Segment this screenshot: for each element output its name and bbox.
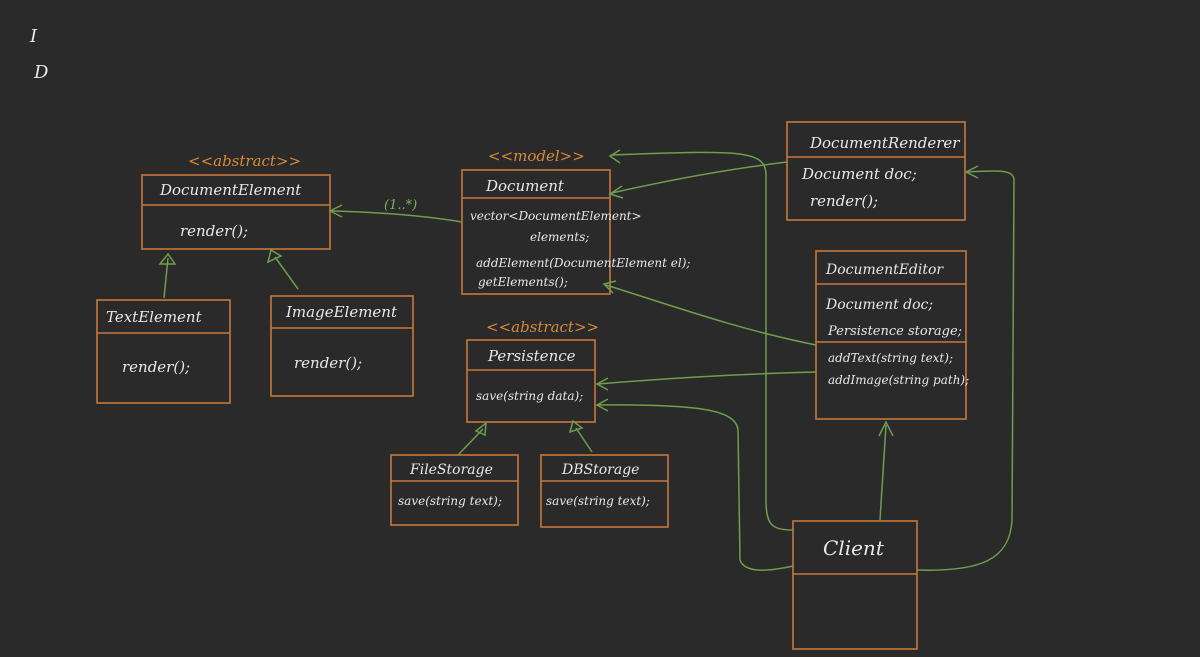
- class-name: DocumentElement: [159, 181, 302, 199]
- class-client: Client: [792, 520, 918, 650]
- class-name: ImageElement: [285, 303, 398, 321]
- class-name: Persistence: [487, 347, 576, 365]
- class-name: Document: [485, 177, 565, 195]
- class-document: <<model>> Document vector<DocumentElemen…: [461, 147, 690, 295]
- class-name: DocumentEditor: [825, 262, 944, 278]
- method-save: save(string text);: [398, 494, 502, 508]
- relationships: (1..*): [158, 149, 1015, 571]
- field-doc: Document doc;: [801, 165, 917, 183]
- stereotype-model: <<model>>: [488, 147, 585, 165]
- class-document-renderer: DocumentRenderer Document doc; render();: [786, 121, 966, 221]
- margin-mark-i: I: [29, 26, 38, 47]
- margin-mark-d: D: [33, 62, 49, 83]
- method-add-element: addElement(DocumentElement el);: [476, 256, 690, 270]
- field-doc: Document doc;: [825, 297, 933, 313]
- method-add-image: addImage(string path);: [828, 373, 969, 387]
- field-storage: Persistence storage;: [827, 324, 962, 339]
- class-text-element: TextElement render();: [96, 299, 231, 404]
- method-render: render();: [122, 358, 190, 376]
- class-name: FileStorage: [409, 462, 493, 478]
- class-persistence: <<abstract>> Persistence save(string dat…: [466, 318, 599, 423]
- stereotype-abstract: <<abstract>>: [188, 152, 301, 170]
- method-render: render();: [810, 192, 878, 210]
- field-elements: elements;: [530, 230, 589, 244]
- stereotype-abstract: <<abstract>>: [486, 318, 599, 336]
- method-add-text: addText(string text);: [828, 351, 953, 365]
- class-name: DocumentRenderer: [809, 134, 960, 152]
- class-document-editor: DocumentEditor Document doc; Persistence…: [815, 250, 969, 420]
- method-render: render();: [180, 222, 248, 240]
- method-save: save(string data);: [476, 389, 583, 403]
- method-get-elements: getElements();: [478, 275, 568, 289]
- class-file-storage: FileStorage save(string text);: [390, 454, 519, 526]
- class-name: TextElement: [106, 308, 203, 326]
- class-name: DBStorage: [561, 462, 639, 478]
- method-save: save(string text);: [546, 494, 650, 508]
- class-name: Client: [823, 536, 885, 560]
- class-document-element: <<abstract>> DocumentElement render();: [141, 152, 331, 250]
- class-db-storage: DBStorage save(string text);: [540, 454, 669, 528]
- multiplicity-label: (1..*): [384, 198, 417, 213]
- class-image-element: ImageElement render();: [270, 295, 414, 397]
- field-vector: vector<DocumentElement>: [470, 209, 642, 223]
- method-render: render();: [294, 354, 362, 372]
